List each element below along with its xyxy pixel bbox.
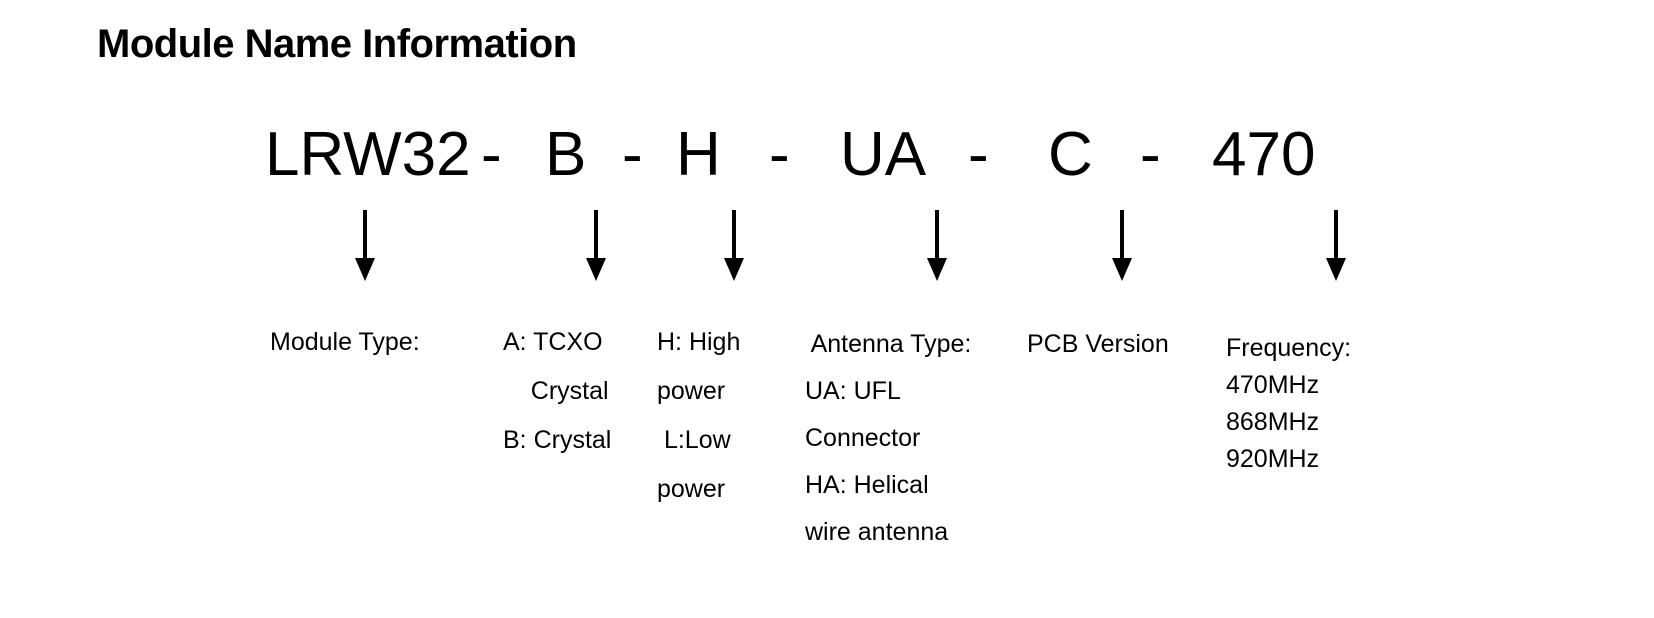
description-line: PCB Version — [1027, 330, 1169, 358]
description-line: Connector — [805, 424, 921, 452]
part-number-separator-3: - — [769, 120, 790, 189]
description-line: H: High — [657, 328, 741, 356]
description-line: Frequency: — [1226, 334, 1352, 362]
description-line: L:Low — [657, 426, 731, 454]
description-line: Crystal — [503, 377, 609, 405]
arrow-frequency-icon — [1323, 210, 1349, 282]
arrow-power-icon — [721, 210, 747, 282]
description-column-power: H: High power L:Low power — [657, 330, 740, 502]
part-number-segment-frequency: 470 — [1212, 120, 1316, 189]
description-column-frequency: Frequency: 470MHz 868MHz 920MHz — [1226, 336, 1351, 472]
part-number-segment-power: H — [676, 120, 721, 189]
description-line: Module Type: — [270, 328, 420, 356]
description-line: A: TCXO — [503, 328, 603, 356]
description-column-pcb-version: PCB Version — [1027, 332, 1169, 357]
arrow-crystal-icon — [583, 210, 609, 282]
page-title: Module Name Information — [97, 22, 577, 66]
description-line: wire antenna — [805, 518, 949, 546]
description-line: UA: UFL — [805, 377, 901, 405]
part-number-separator-4: - — [968, 120, 989, 189]
description-column-crystal: A: TCXO Crystal B: Crystal — [503, 330, 611, 453]
part-number-segment-module_type: LRW32 — [265, 120, 471, 189]
part-number-segment-antenna_type: UA — [840, 120, 927, 189]
description-line: 470MHz — [1226, 371, 1320, 399]
description-line: 868MHz — [1226, 408, 1320, 436]
part-number-separator-2: - — [622, 120, 643, 189]
description-line: power — [657, 377, 726, 405]
arrow-module-type-icon — [352, 210, 378, 282]
part-number-separator-1: - — [481, 120, 502, 189]
description-line: B: Crystal — [503, 426, 612, 454]
part-number-segment-crystal: B — [545, 120, 587, 189]
description-line: 920MHz — [1226, 445, 1320, 473]
arrow-antenna-type-icon — [924, 210, 950, 282]
part-number-segment-pcb_version: C — [1048, 120, 1093, 189]
description-line: Antenna Type: — [805, 330, 972, 358]
part-number-separator-5: - — [1140, 120, 1161, 189]
description-column-module-type: Module Type: — [270, 330, 420, 355]
description-line: HA: Helical — [805, 471, 929, 499]
arrow-pcb-version-icon — [1109, 210, 1135, 282]
description-line: power — [657, 475, 726, 503]
